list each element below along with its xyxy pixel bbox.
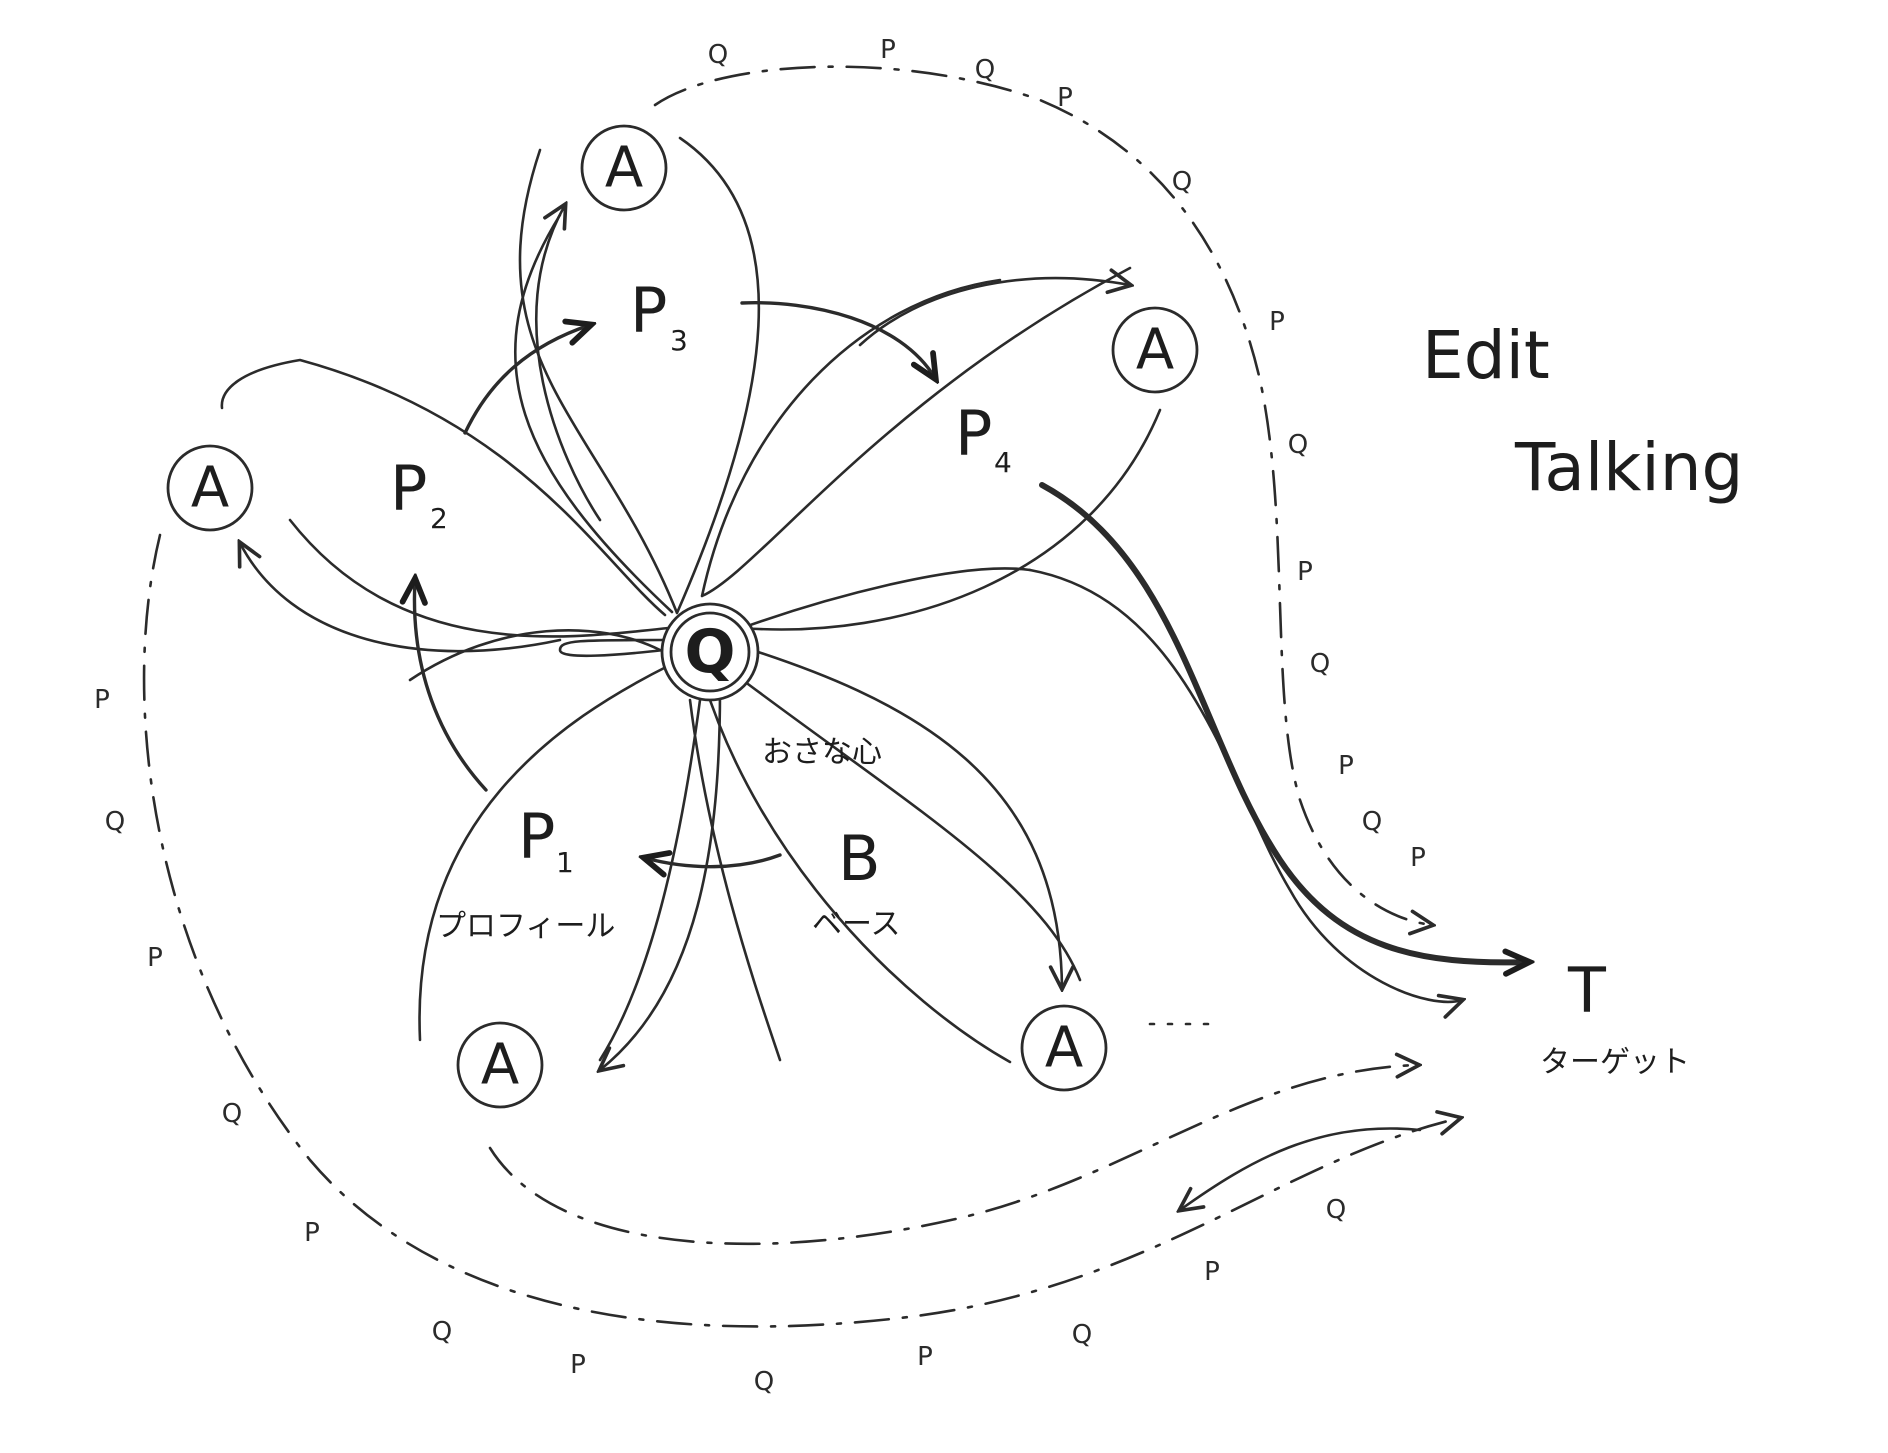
node-a-top: A [580,124,668,212]
node-a-lower-right-label: A [1045,1016,1083,1081]
node-a-top-label: A [605,136,643,201]
petal-right [740,408,1162,631]
bold-arrow-p4-to-t [1039,482,1528,962]
label-p1-letter: P [518,800,555,873]
label-target: T ターゲット [1540,954,1690,1080]
sequence-arrows [414,301,935,867]
dashed-top-loop [653,65,1432,925]
left-loop-label: P [570,1350,586,1380]
petal-left-small [558,638,666,658]
node-a-left: A [166,444,254,532]
left-loop-label: P [304,1218,320,1248]
arrow-q-to-lower-left-a [600,688,722,1070]
top-loop-label: P [880,35,896,65]
sequence-labels: P 1 プロフィール P 2 P 3 P 4 [390,274,1012,944]
arrow-lower-left-a-to-t [488,1065,1418,1246]
left-loop-label: P [917,1342,933,1372]
arrow-right-petal-to-t [1028,568,1462,1002]
petal-loops [220,136,1162,1064]
label-p2-subscript: 2 [430,502,448,535]
outer-nodes: A A A A A [166,124,1199,1109]
base-caption: ベース [812,907,901,942]
label-base: おさな心 B ベース [762,735,901,942]
q-to-a-arrows [240,205,1130,1070]
left-loop-label: Q [754,1367,774,1397]
arrow-b-to-p1 [645,855,782,867]
petal-top-inner [514,213,674,614]
top-loop-label: P [1057,83,1073,113]
label-p2-letter: P [390,452,427,525]
arrow-q-to-left-a [240,543,562,653]
top-loop-label: P [1410,843,1426,873]
label-p3: P 3 [630,274,688,357]
node-a-lower-left: A [456,1021,544,1109]
left-loop-label: Q [1326,1195,1346,1225]
label-p3-letter: P [630,274,667,347]
top-loop-label: Q [1362,807,1382,837]
label-p4-subscript: 4 [994,446,1012,479]
left-loop-label: Q [432,1317,452,1347]
target-letter: T [1567,954,1607,1027]
center-node-q: Q [660,602,760,702]
left-loop-label: Q [1072,1320,1092,1350]
node-a-upper-right: A [1111,306,1199,394]
petal-top [518,136,761,615]
top-loop-label: P [1269,307,1285,337]
node-a-left-label: A [191,456,229,521]
arrow-left-loop-to-t [1180,1127,1422,1210]
arrow-q-to-top-a [534,205,602,522]
dashed-outer-loops [142,65,1460,1328]
arrow-q-to-lower-right-a [718,638,1062,988]
left-loop-labels: P Q P Q P Q P Q P Q P Q [94,685,1346,1397]
petal-bottom [598,698,782,1062]
title-line-2: Talking [1514,429,1743,506]
petal-upper-right [700,266,1132,598]
top-loop-label: Q [1172,167,1192,197]
label-p1-caption: プロフィール [436,909,615,944]
label-p1-subscript: 1 [556,846,574,879]
label-p4-letter: P [955,397,992,470]
top-loop-label: Q [975,55,995,85]
arrow-p3-to-p4 [740,301,935,378]
top-loop-labels: Q P Q P Q P Q P Q P Q P [708,35,1426,873]
top-loop-label: Q [708,40,728,70]
top-loop-label: P [1297,557,1313,587]
label-p2: P 2 [390,452,448,535]
left-loop-label: P [94,685,110,715]
dashed-left-loop [142,533,1460,1328]
paths-to-target [488,482,1528,1246]
node-a-lower-left-label: A [481,1033,519,1098]
diagram-title: Edit Talking [1422,317,1743,506]
title-line-1: Edit [1422,317,1550,394]
label-p4: P 4 [955,397,1012,479]
center-node-q-label: Q [684,617,735,687]
base-note: おさな心 [762,735,882,770]
node-a-upper-right-label: A [1136,318,1174,383]
top-loop-label: P [1338,751,1354,781]
top-loop-label: Q [1288,430,1308,460]
node-a-lower-right: A [1020,1004,1108,1092]
base-letter: B [838,822,881,895]
top-loop-label: Q [1310,649,1330,679]
left-loop-label: P [147,943,163,973]
arrow-p1-to-p2 [414,580,488,792]
label-p1: P 1 プロフィール [436,800,615,944]
left-loop-label: Q [222,1099,242,1129]
arrow-p2-to-p3 [463,325,590,435]
left-loop-label: P [1204,1257,1220,1287]
left-loop-label: Q [105,807,125,837]
petal-left [220,358,670,638]
label-p3-subscript: 3 [670,324,688,357]
arrow-q-to-upper-right-a [858,278,1130,347]
target-caption: ターゲット [1540,1045,1690,1080]
